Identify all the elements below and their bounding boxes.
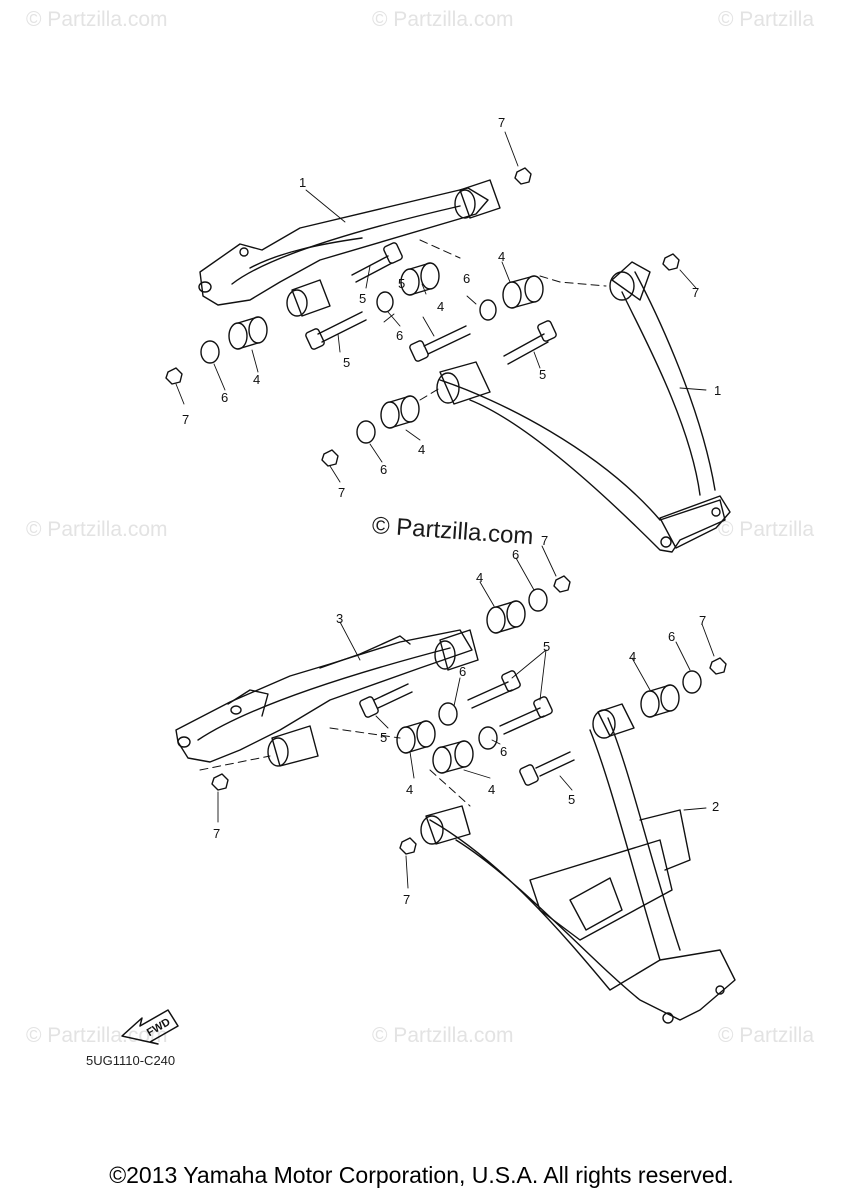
nut [211, 773, 229, 791]
bolt [305, 311, 367, 350]
nut [709, 657, 727, 675]
axis-line [199, 727, 471, 807]
nut [553, 575, 571, 593]
watermark: © Partzilla.com [26, 1024, 168, 1047]
washer [478, 726, 498, 750]
bolt [503, 320, 557, 365]
bolt [499, 696, 553, 735]
callout-4: 4 [629, 649, 636, 664]
callout-5: 5 [343, 355, 350, 370]
fwd-arrow-icon: FWD [121, 1009, 179, 1045]
nut [165, 367, 183, 385]
callout-5: 5 [380, 730, 387, 745]
nut [399, 837, 417, 855]
callout-6: 6 [221, 390, 228, 405]
callout-4: 4 [418, 442, 425, 457]
bushing [228, 316, 268, 350]
callout-4: 4 [498, 249, 505, 264]
watermark: © Partzilla [718, 1024, 814, 1047]
nut [514, 167, 532, 185]
bushing [396, 720, 436, 754]
bushing [432, 740, 474, 774]
washer [376, 291, 394, 313]
bushing [640, 684, 680, 718]
lower-arm-left [175, 629, 479, 767]
callout-4: 4 [437, 299, 444, 314]
callout-6: 6 [512, 547, 519, 562]
callout-5: 5 [543, 639, 550, 654]
watermark: © Partzilla.com [372, 1024, 514, 1047]
washer [479, 299, 497, 321]
washer [528, 588, 548, 612]
callout-7: 7 [498, 115, 505, 130]
callout-6: 6 [463, 271, 470, 286]
bolt [409, 325, 471, 362]
callout-4: 4 [488, 782, 495, 797]
callout-7: 7 [213, 826, 220, 841]
nut [662, 253, 680, 271]
watermark: © Partzilla.com [26, 518, 168, 541]
callout-1: 1 [714, 383, 721, 398]
diagram-code: 5UG1110-C240 [86, 1053, 176, 1068]
nut [321, 449, 339, 467]
watermark: © Partzilla.com [372, 8, 514, 31]
callout-5: 5 [398, 276, 405, 291]
leader-lines [175, 131, 715, 889]
callout-6: 6 [500, 744, 507, 759]
lower-arm-right [420, 703, 736, 1024]
callout-6: 6 [396, 328, 403, 343]
bushing [400, 262, 440, 296]
callout-4: 4 [476, 570, 483, 585]
copyright-footer: ©2013 Yamaha Motor Corporation, U.S.A. A… [109, 1162, 734, 1188]
watermark: © Partzilla [718, 518, 814, 541]
bolt [519, 751, 575, 786]
bushing [380, 395, 420, 429]
fwd-label: FWD [145, 1016, 173, 1039]
callout-6: 6 [668, 629, 675, 644]
watermark: © Partzilla.com [26, 8, 168, 31]
washer [682, 670, 702, 694]
watermark: © Partzilla [718, 8, 814, 31]
callout-7: 7 [692, 285, 699, 300]
bolt [359, 683, 413, 718]
callout-4: 4 [253, 372, 260, 387]
washer [438, 702, 458, 726]
callout-1: 1 [299, 175, 306, 190]
washer [356, 420, 376, 444]
bolt [351, 242, 403, 283]
callout-2: 2 [712, 799, 719, 814]
callout-7: 7 [403, 892, 410, 907]
callout-7: 7 [338, 485, 345, 500]
callout-5: 5 [359, 291, 366, 306]
washer [200, 340, 220, 364]
callout-labels: 7 1 5 4 6 5 6 4 7 5 5 1 4 6 7 4 6 7 7 6 … [182, 115, 721, 907]
callout-5: 5 [539, 367, 546, 382]
bushing [486, 600, 526, 634]
callout-7: 7 [182, 412, 189, 427]
bolt [467, 670, 521, 709]
callout-7: 7 [699, 613, 706, 628]
callout-7: 7 [541, 533, 548, 548]
upper-arm-left [198, 179, 501, 317]
upper-arm-right [436, 261, 731, 553]
callout-3: 3 [336, 611, 343, 626]
bushing [502, 275, 544, 309]
callout-6: 6 [380, 462, 387, 477]
callout-5: 5 [568, 792, 575, 807]
callout-4: 4 [406, 782, 413, 797]
callout-6: 6 [459, 664, 466, 679]
axis-line [419, 239, 607, 401]
